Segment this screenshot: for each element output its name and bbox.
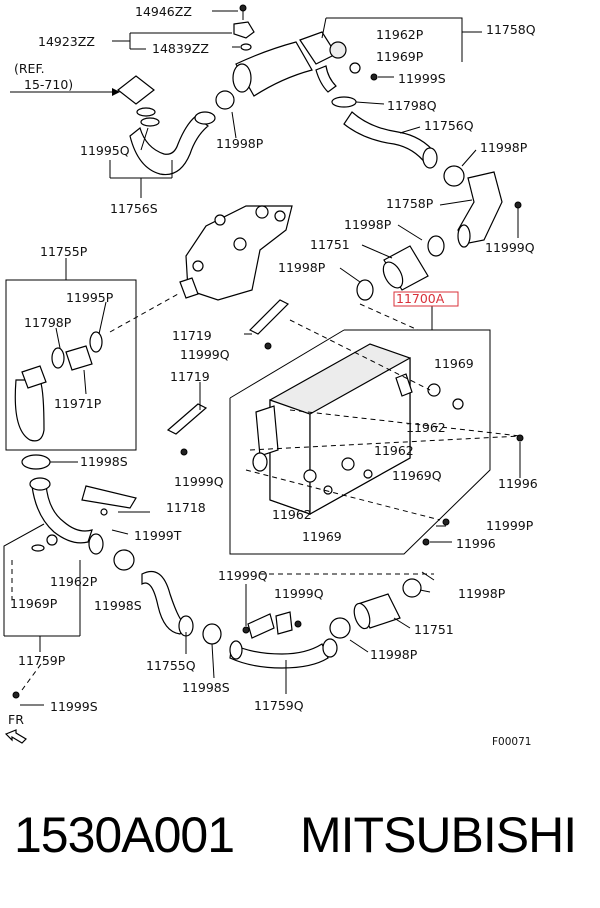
- fastener-group-top: [112, 4, 255, 51]
- brand-name: MITSUBISHI: [300, 807, 577, 863]
- intercooler-parts-diagram: 14946ZZ 14923ZZ 14839ZZ (REF. 15-710) 11…: [3, 4, 538, 748]
- label-11755q: 11755Q: [146, 658, 196, 673]
- label-fr: FR: [8, 712, 24, 727]
- label-11999q-a: 11999Q: [180, 347, 230, 362]
- label-11969p-top: 11969P: [376, 49, 424, 64]
- label-11719-b: 11719: [170, 369, 210, 384]
- label-11996-b: 11996: [456, 536, 496, 551]
- label-11759q: 11759Q: [254, 698, 304, 713]
- label-11969q: 11969Q: [392, 468, 442, 483]
- label-11962p-bot: 11962P: [50, 574, 98, 589]
- figure-code: F00071: [492, 736, 531, 748]
- label-11758q: 11758Q: [486, 22, 536, 37]
- part-number: 1530A001: [14, 807, 235, 863]
- box-11759p: [3, 477, 150, 706]
- label-11969-b: 11969: [302, 529, 342, 544]
- label-11998p-a: 11998P: [216, 136, 264, 151]
- label-11962-b: 11962: [272, 507, 312, 522]
- label-11962-r: 11962: [406, 420, 446, 435]
- label-11998s-c: 11998S: [182, 680, 230, 695]
- label-11998p-c: 11998P: [344, 217, 392, 232]
- label-11759p: 11759P: [18, 653, 66, 668]
- hose-11756q: [343, 111, 438, 169]
- label-11718: 11718: [166, 500, 206, 515]
- label-11969-r: 11969: [434, 356, 474, 371]
- label-11798p: 11798P: [24, 315, 72, 330]
- clamp-11998s: [21, 454, 78, 470]
- part-labels: 14946ZZ 14923ZZ 14839ZZ (REF. 15-710) 11…: [8, 4, 538, 748]
- hose-11759q: [229, 571, 435, 694]
- label-ref-2: 15-710): [24, 77, 73, 92]
- hose-11755q: [113, 549, 222, 679]
- label-11999s-top: 11999S: [398, 71, 446, 86]
- label-11751-top: 11751: [310, 237, 350, 252]
- front-arrow-icon: [4, 729, 27, 744]
- label-11999q-c: 11999Q: [218, 568, 268, 583]
- label-11751-bot: 11751: [414, 622, 454, 637]
- label-11999q-top: 11999Q: [485, 240, 535, 255]
- label-11998p-b: 11998P: [480, 140, 528, 155]
- label-11998p-e: 11998P: [458, 586, 506, 601]
- ref-arrow: [10, 88, 120, 96]
- label-11700a: 11700A: [396, 291, 445, 306]
- label-11999s-bot: 11999S: [50, 699, 98, 714]
- label-11969p-bot: 11969P: [10, 596, 58, 611]
- clamps-upper: [215, 90, 385, 139]
- label-11971p: 11971P: [54, 396, 102, 411]
- label-11995q: 11995Q: [80, 143, 130, 158]
- label-11998s-a: 11998S: [80, 454, 128, 469]
- label-11756q: 11756Q: [424, 118, 474, 133]
- label-11999t: 11999T: [134, 528, 182, 543]
- engine-sketch: [179, 205, 293, 301]
- label-11962p-top: 11962P: [376, 27, 424, 42]
- label-14839zz: 14839ZZ: [152, 41, 209, 56]
- label-11756s: 11756S: [110, 201, 158, 216]
- label-14946zz: 14946ZZ: [135, 4, 192, 19]
- label-11755p: 11755P: [40, 244, 88, 259]
- pipe-11751-bottom: [329, 518, 452, 653]
- label-11798q: 11798Q: [387, 98, 437, 113]
- label-11758p: 11758P: [386, 196, 434, 211]
- label-11999q-d: 11999Q: [274, 586, 324, 601]
- hose-11758p: [439, 149, 522, 248]
- label-11999p: 11999P: [486, 518, 534, 533]
- hose-upper-center: [232, 17, 482, 97]
- brackets-11719: [166, 299, 524, 478]
- label-11998p-f: 11998P: [370, 647, 418, 662]
- label-11995p: 11995P: [66, 290, 114, 305]
- label-ref-1: (REF.: [14, 61, 45, 76]
- label-11719-a: 11719: [172, 328, 212, 343]
- label-11996-a: 11996: [498, 476, 538, 491]
- hose-11756s: [109, 75, 216, 198]
- label-11962-m: 11962: [374, 443, 414, 458]
- label-11998s-b: 11998S: [94, 598, 142, 613]
- box-11755p: [5, 258, 179, 451]
- pipe-11751-top: [339, 224, 445, 301]
- label-11998p-d: 11998P: [278, 260, 326, 275]
- intercooler-11700a: [229, 303, 521, 555]
- label-14923zz: 14923ZZ: [38, 34, 95, 49]
- footer: 1530A001 MITSUBISHI: [0, 800, 600, 880]
- label-11999q-b: 11999Q: [174, 474, 224, 489]
- highlight-box-11700a: [393, 291, 459, 307]
